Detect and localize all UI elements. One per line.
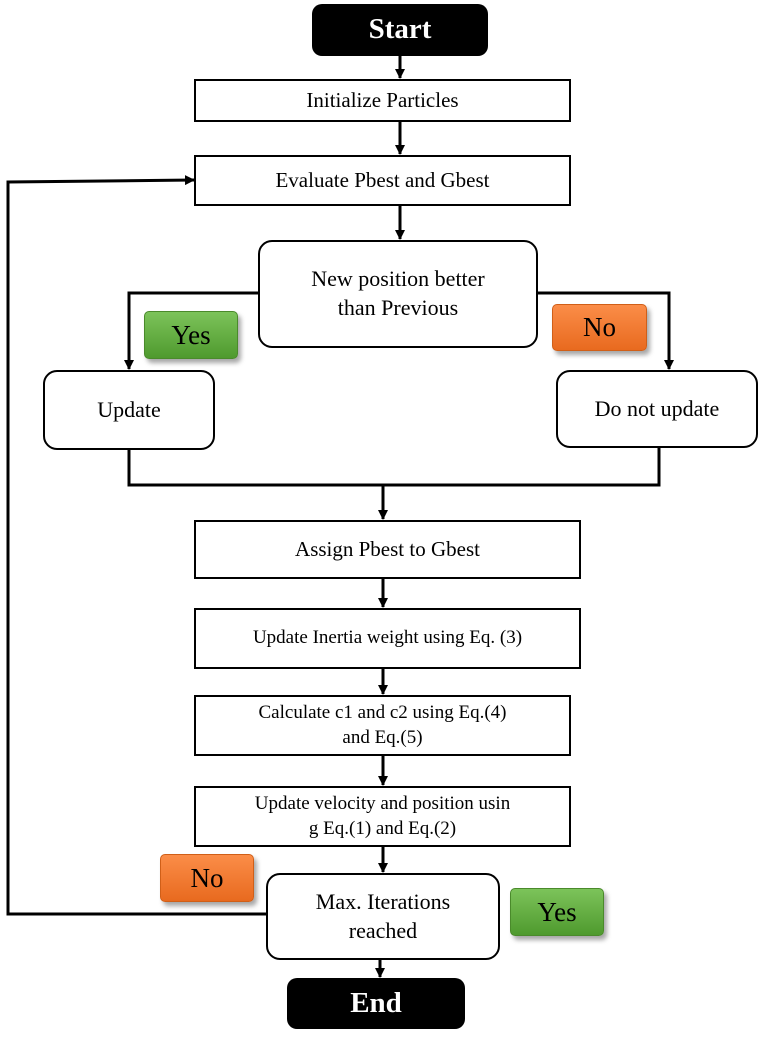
no-badge-noupdate: No (552, 304, 647, 351)
inertia-box: Update Inertia weight using Eq. (3) (194, 608, 581, 669)
no-badge-loop: No (160, 854, 254, 902)
loop-back-line (6, 175, 266, 916)
do-not-update-box: Do not update (556, 370, 758, 448)
arrow-decision-to-update (124, 291, 258, 370)
calc-line-2: and Eq.(5) (342, 726, 423, 748)
max-iter-line-1: Max. Iterations (315, 888, 451, 914)
decision-line-1: New position better (311, 266, 485, 292)
calc-line-1: Calculate c1 and c2 using Eq.(4) (258, 701, 507, 723)
velocity-box: Update velocity and position usin g Eq.(… (194, 786, 571, 847)
assign-box: Assign Pbest to Gbest (194, 520, 581, 579)
arrow-decision-to-noupdate (538, 291, 674, 370)
velocity-line-1: Update velocity and position usin (254, 792, 511, 814)
end-terminal: End (287, 978, 465, 1029)
decision-line-2: than Previous (337, 295, 459, 320)
evaluate-box: Evaluate Pbest and Gbest (194, 155, 571, 206)
update-box: Update (43, 370, 215, 450)
calc-c-box: Calculate c1 and c2 using Eq.(4) and Eq.… (194, 695, 571, 756)
decision-better-position: New position better than Previous (258, 240, 538, 348)
start-terminal: Start (312, 4, 488, 56)
max-iter-line-2: reached (348, 917, 418, 943)
decision-max-iterations: Max. Iterations reached (266, 873, 500, 960)
yes-badge-end: Yes (510, 888, 604, 936)
merge-line (127, 448, 661, 487)
yes-badge-update: Yes (144, 311, 238, 359)
velocity-line-2: g Eq.(1) and Eq.(2) (308, 817, 457, 839)
init-particles-box: Initialize Particles (194, 79, 571, 122)
